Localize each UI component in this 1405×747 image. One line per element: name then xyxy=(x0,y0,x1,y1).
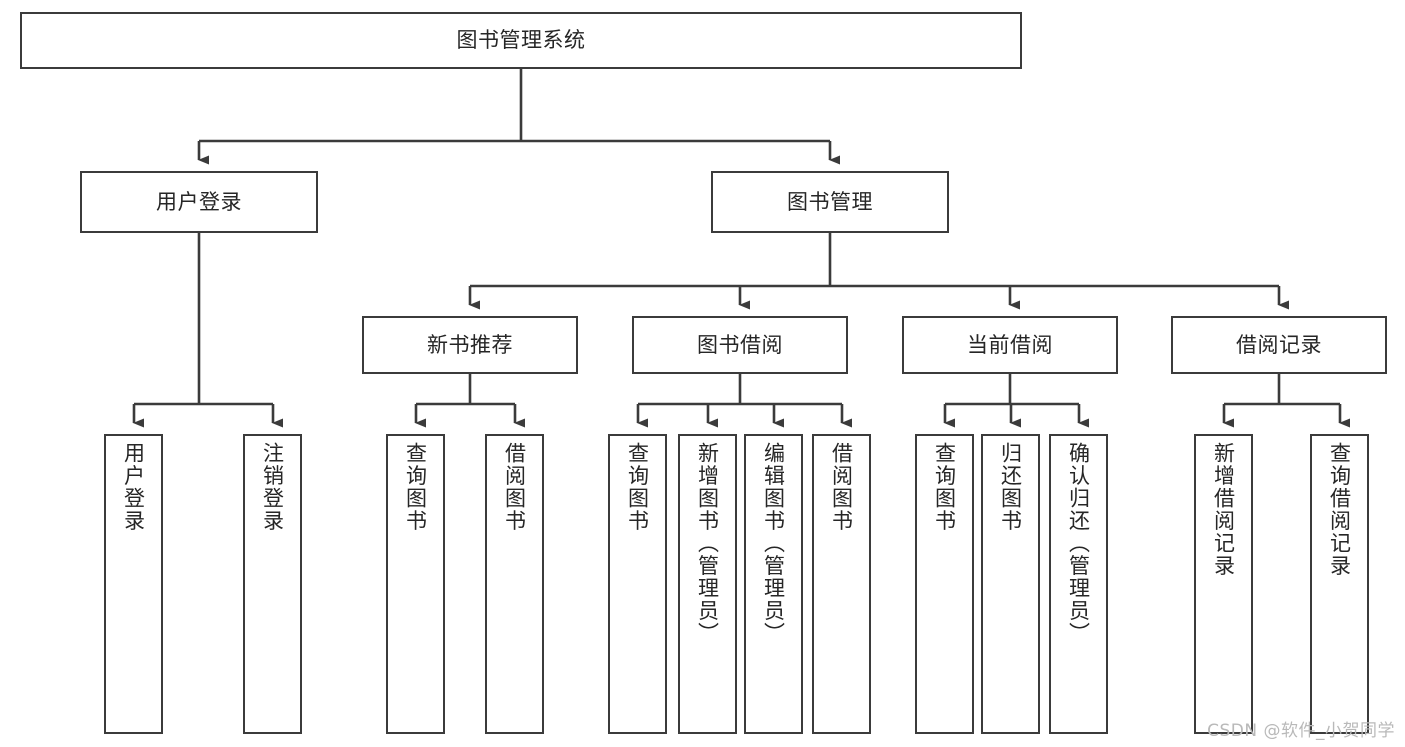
node-label-leaf-return-book: 归还图书 xyxy=(998,442,1023,532)
node-label-leaf-query-book-2: 查询图书 xyxy=(625,442,650,532)
node-leaf-add-record[interactable]: 新增借阅记录 xyxy=(1194,434,1253,734)
node-label-leaf-query-book-1: 查询图书 xyxy=(403,442,428,532)
node-borrow-record[interactable]: 借阅记录 xyxy=(1171,316,1387,374)
node-new-book-rec[interactable]: 新书推荐 xyxy=(362,316,578,374)
node-label-leaf-confirm-return: 确认归还（管理员） xyxy=(1066,442,1091,645)
node-leaf-edit-book[interactable]: 编辑图书（管理员） xyxy=(744,434,803,734)
node-label-leaf-borrow-book-1: 借阅图书 xyxy=(502,442,527,532)
node-leaf-borrow-book-1[interactable]: 借阅图书 xyxy=(485,434,544,734)
node-label-leaf-add-record: 新增借阅记录 xyxy=(1211,442,1236,577)
node-label-current-borrow: 当前借阅 xyxy=(967,332,1053,357)
node-label-book-borrow: 图书借阅 xyxy=(697,332,783,357)
node-root[interactable]: 图书管理系统 xyxy=(20,12,1022,69)
node-label-book-manage: 图书管理 xyxy=(787,189,873,214)
node-label-leaf-user-login: 用户登录 xyxy=(121,442,146,532)
node-leaf-add-book[interactable]: 新增图书（管理员） xyxy=(678,434,737,734)
node-leaf-query-book-2[interactable]: 查询图书 xyxy=(608,434,667,734)
node-label-leaf-query-record: 查询借阅记录 xyxy=(1327,442,1352,577)
node-leaf-query-record[interactable]: 查询借阅记录 xyxy=(1310,434,1369,734)
node-leaf-confirm-return[interactable]: 确认归还（管理员） xyxy=(1049,434,1108,734)
node-book-manage[interactable]: 图书管理 xyxy=(711,171,949,233)
watermark-text: CSDN @软件_小贺同学 xyxy=(1207,721,1395,741)
node-leaf-query-book-1[interactable]: 查询图书 xyxy=(386,434,445,734)
node-label-user-login: 用户登录 xyxy=(156,189,242,214)
node-leaf-query-book-3[interactable]: 查询图书 xyxy=(915,434,974,734)
node-label-leaf-user-logout: 注销登录 xyxy=(260,442,285,532)
node-label-root: 图书管理系统 xyxy=(456,28,586,53)
node-label-leaf-borrow-book-2: 借阅图书 xyxy=(829,442,854,532)
node-current-borrow[interactable]: 当前借阅 xyxy=(902,316,1118,374)
node-label-leaf-edit-book: 编辑图书（管理员） xyxy=(761,442,786,645)
node-label-leaf-query-book-3: 查询图书 xyxy=(932,442,957,532)
node-leaf-borrow-book-2[interactable]: 借阅图书 xyxy=(812,434,871,734)
node-label-leaf-add-book: 新增图书（管理员） xyxy=(695,442,720,645)
node-label-borrow-record: 借阅记录 xyxy=(1236,332,1322,357)
node-leaf-user-logout[interactable]: 注销登录 xyxy=(243,434,302,734)
node-book-borrow[interactable]: 图书借阅 xyxy=(632,316,848,374)
node-leaf-user-login[interactable]: 用户登录 xyxy=(104,434,163,734)
node-label-new-book-rec: 新书推荐 xyxy=(427,332,513,357)
node-leaf-return-book[interactable]: 归还图书 xyxy=(981,434,1040,734)
node-user-login[interactable]: 用户登录 xyxy=(80,171,318,233)
